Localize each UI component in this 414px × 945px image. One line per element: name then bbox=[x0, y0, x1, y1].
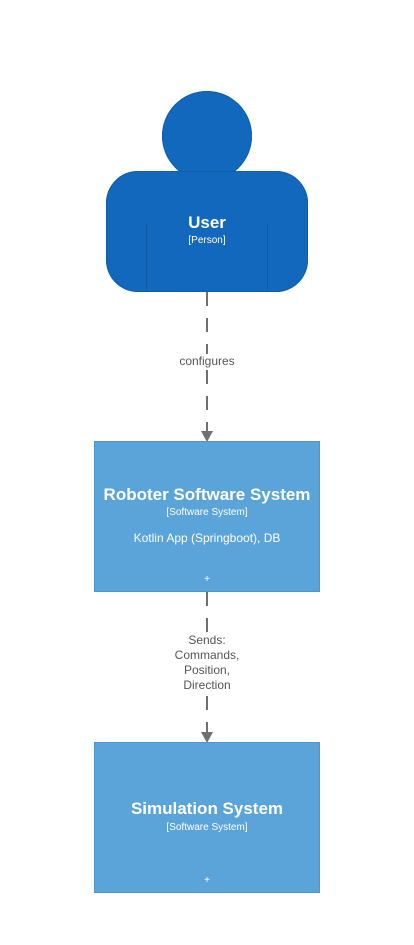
expand-icon[interactable]: + bbox=[204, 875, 210, 886]
relationship-label-sends: Sends: Commands, Position, Direction bbox=[157, 633, 257, 693]
system-roboter-software[interactable]: Roboter Software System [Software System… bbox=[94, 441, 320, 592]
system-type-tag: [Software System] bbox=[166, 822, 248, 833]
system-type-tag: [Software System] bbox=[166, 507, 248, 518]
relationship-label-configures: configures bbox=[157, 354, 257, 369]
person-head[interactable] bbox=[162, 91, 252, 181]
system-simulation[interactable]: Simulation System [Software System] + bbox=[94, 742, 320, 893]
expand-icon[interactable]: + bbox=[204, 574, 210, 585]
system-name: Roboter Software System bbox=[103, 485, 311, 504]
person-user[interactable]: User [Person] bbox=[106, 171, 308, 292]
person-type-tag: [Person] bbox=[188, 235, 226, 246]
person-arm-divider-right bbox=[267, 223, 268, 292]
person-name: User bbox=[188, 213, 226, 232]
system-name: Simulation System bbox=[130, 799, 284, 818]
person-arm-divider-left bbox=[146, 223, 147, 292]
system-description: Kotlin App (Springboot), DB bbox=[133, 531, 281, 545]
